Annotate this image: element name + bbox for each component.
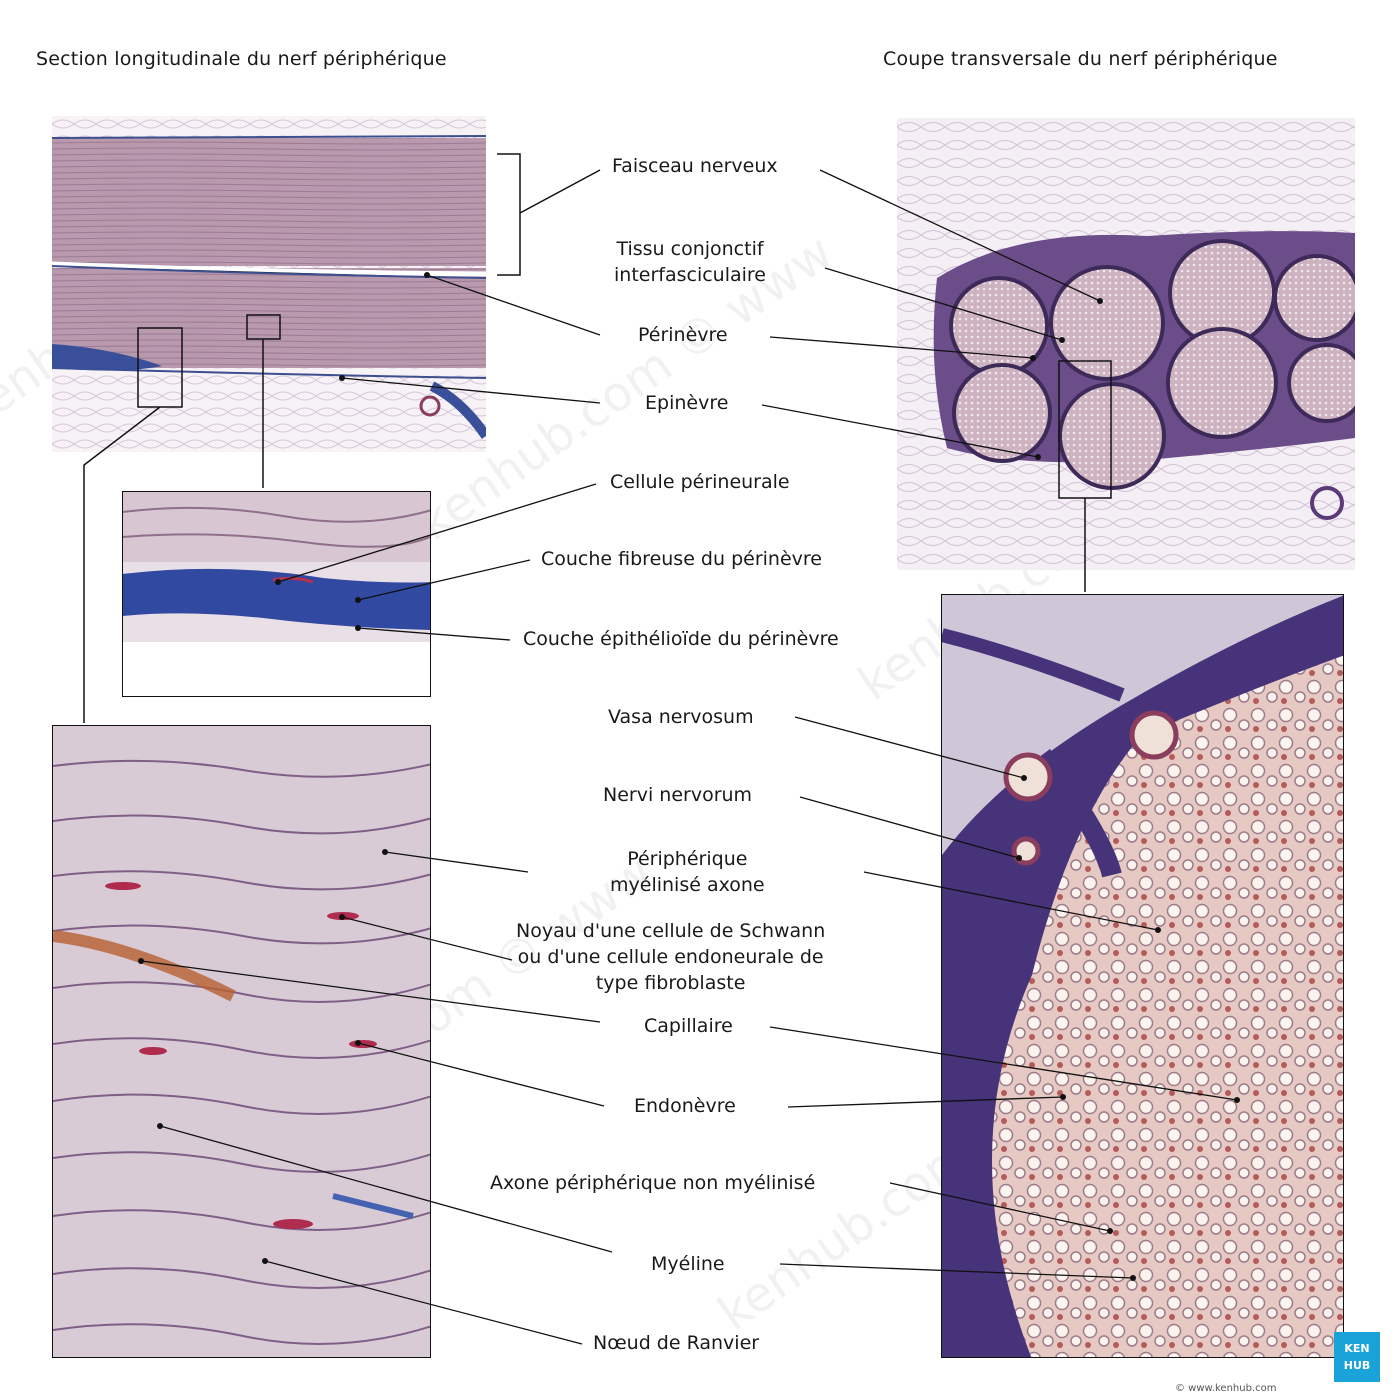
transverse-heading: Coupe transversale du nerf périphérique <box>883 48 1278 70</box>
kenhub-logo: KEN HUB <box>1334 1332 1380 1382</box>
badge-line1: KEN <box>1344 1342 1370 1355</box>
label-cellule-perineurale: Cellule périneurale <box>610 471 790 493</box>
myelinated-axon-zoom-image <box>52 725 431 1358</box>
label-myelinise-line2: myélinisé axone <box>610 874 765 896</box>
label-epinevre: Epinèvre <box>645 392 729 414</box>
label-vasa-nervosum: Vasa nervosum <box>608 706 754 728</box>
label-axone-non-myelinise: Axone périphérique non myélinisé <box>490 1172 816 1194</box>
transverse-zoom-image <box>941 594 1344 1358</box>
label-nervi-nervorum: Nervi nervorum <box>603 784 753 806</box>
label-axone-myelinise: Périphérique myélinisé axone <box>610 846 765 898</box>
badge-line2: HUB <box>1343 1359 1371 1372</box>
label-tissu-line2: interfasciculaire <box>614 264 766 286</box>
label-tissu-line1: Tissu conjonctif <box>616 238 764 260</box>
label-noyau-line2: ou d'une cellule endoneurale de <box>517 946 824 968</box>
label-capillaire: Capillaire <box>644 1015 733 1037</box>
label-tissu-conjonctif: Tissu conjonctif interfasciculaire <box>614 236 766 288</box>
longitudinal-overview-image <box>52 116 486 452</box>
label-couche-fibreuse: Couche fibreuse du périnèvre <box>541 548 822 570</box>
label-noyau-line3: type fibroblaste <box>595 972 746 994</box>
label-myeline: Myéline <box>651 1253 725 1275</box>
label-myelinise-line1: Périphérique <box>627 848 748 870</box>
transverse-overview-image <box>897 118 1355 570</box>
copyright-footer: © www.kenhub.com <box>1175 1383 1277 1394</box>
label-couche-epithelioide: Couche épithélioïde du périnèvre <box>523 628 839 650</box>
longitudinal-heading: Section longitudinale du nerf périphériq… <box>36 48 447 70</box>
label-faisceau-nerveux: Faisceau nerveux <box>612 155 778 177</box>
label-noyau-schwann: Noyau d'une cellule de Schwann ou d'une … <box>516 918 825 996</box>
label-perinevre: Périnèvre <box>638 324 728 346</box>
label-noeud-ranvier: Nœud de Ranvier <box>593 1332 760 1354</box>
label-noyau-line1: Noyau d'une cellule de Schwann <box>516 920 826 942</box>
label-endonevre: Endonèvre <box>634 1095 736 1117</box>
